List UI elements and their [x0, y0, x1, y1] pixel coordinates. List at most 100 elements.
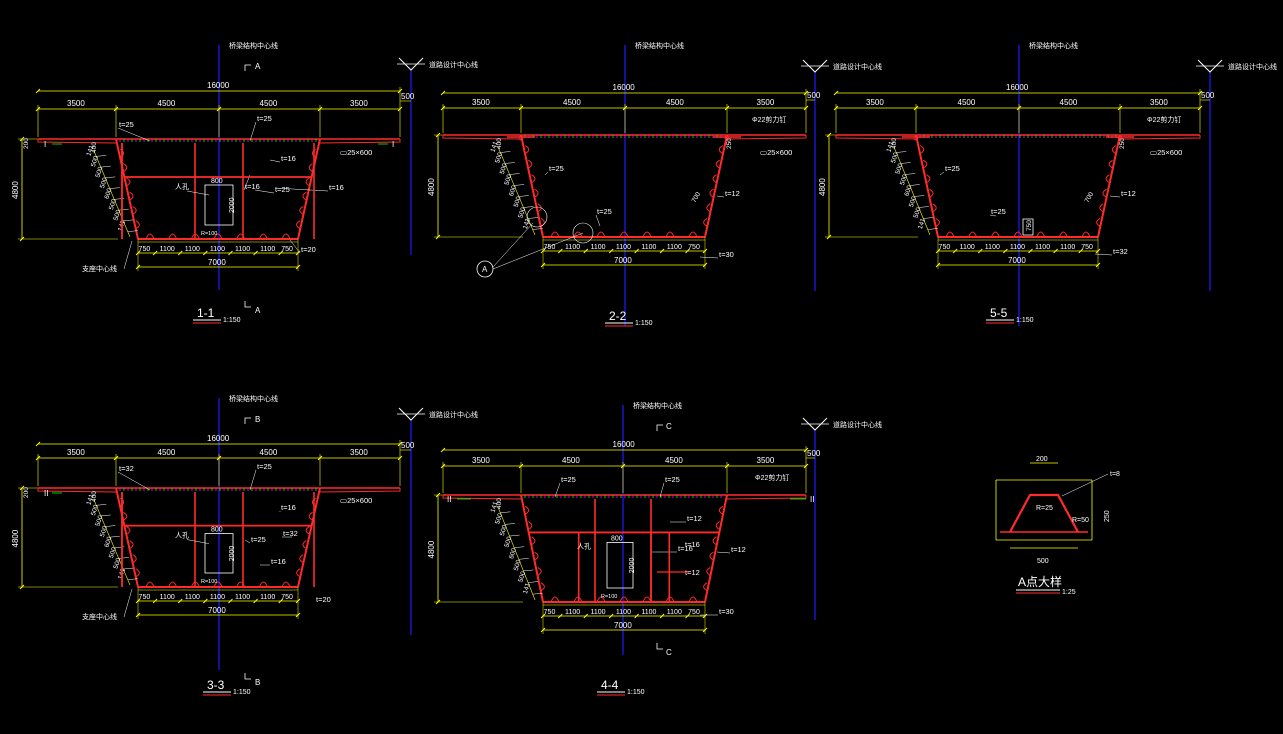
label: 16000	[207, 434, 230, 443]
label: 16000	[613, 83, 636, 92]
label: 750	[1081, 244, 1093, 251]
label: 1:150	[627, 689, 645, 696]
leader	[554, 482, 561, 498]
leader	[500, 151, 511, 153]
web-stiffener	[715, 159, 720, 169]
flange-stud	[724, 135, 730, 141]
leader	[518, 558, 529, 560]
label: 750	[688, 609, 700, 616]
leader	[105, 525, 116, 527]
web-stiffener	[919, 145, 925, 155]
label: 4500	[158, 448, 176, 457]
label: 200	[23, 487, 30, 498]
label: 600	[103, 187, 113, 200]
web-stiffener	[703, 217, 708, 227]
label: 1100	[210, 594, 225, 601]
label: 4500	[958, 98, 976, 107]
mid-stiffener-detail	[1022, 218, 1034, 236]
label: A	[255, 306, 261, 315]
label: 16000	[1006, 83, 1029, 92]
dim-tick	[557, 613, 563, 619]
dim-tick	[977, 248, 983, 254]
label: 4500	[666, 98, 684, 107]
road-marker	[1197, 59, 1223, 73]
web-stiffener	[119, 148, 125, 158]
label: 141	[917, 217, 927, 230]
leader	[514, 546, 525, 548]
web-stiffener	[531, 536, 536, 546]
dim-tick	[440, 447, 446, 453]
label: 250	[1119, 138, 1126, 149]
label: 400	[891, 138, 898, 149]
label: t=12	[731, 545, 746, 554]
label: R=100	[601, 594, 617, 600]
flange-stud	[1117, 135, 1123, 141]
u-rib	[619, 231, 629, 238]
web-stiffener	[1108, 159, 1113, 169]
u-rib	[236, 233, 246, 240]
label: 1100	[185, 246, 200, 253]
label: 600	[508, 547, 518, 560]
label: 1100	[235, 246, 250, 253]
leader	[249, 469, 257, 491]
web-stiffener	[537, 566, 542, 576]
label: t=16	[678, 544, 693, 553]
label: 141	[522, 582, 532, 595]
label: t=8	[1110, 471, 1120, 478]
deck-cantilever-left	[442, 135, 522, 140]
web-stiffener	[706, 566, 711, 576]
label: 200	[23, 138, 30, 149]
web-stiffener	[1099, 203, 1104, 213]
web-stiffener	[528, 159, 533, 169]
label: II	[447, 495, 451, 504]
label: 500	[90, 155, 100, 168]
label: 7000	[208, 258, 226, 267]
label: Φ22剪力钉	[755, 473, 789, 482]
dim-tick	[634, 248, 639, 254]
label: 750	[1026, 220, 1033, 231]
web-stiffener	[531, 174, 536, 184]
label: t=25	[119, 120, 134, 129]
leader	[118, 557, 129, 559]
leader	[492, 232, 584, 270]
label: 1100	[616, 609, 631, 616]
web-stiffener	[718, 145, 724, 155]
leader	[117, 471, 151, 491]
deck-cantilever-left	[37, 139, 117, 144]
label: 1100	[235, 594, 250, 601]
label: 500	[908, 195, 918, 208]
label: 4500	[158, 99, 176, 108]
u-rib	[1081, 231, 1091, 238]
label: 750	[688, 244, 700, 251]
label: 4800	[11, 181, 20, 199]
label: R=25	[1036, 505, 1053, 512]
label: t=16	[271, 557, 286, 566]
web-stiffener	[129, 540, 134, 550]
label: 400	[496, 498, 503, 509]
label: 500	[108, 546, 118, 559]
label: 7000	[208, 606, 226, 615]
dim-tick	[583, 248, 589, 254]
u-rib	[573, 231, 583, 238]
leader	[118, 208, 129, 211]
label: 1100	[667, 244, 682, 251]
label: ▭25×600	[760, 148, 792, 157]
leader	[896, 151, 907, 153]
label: 4800	[818, 178, 827, 196]
label: 1100	[590, 609, 605, 616]
label: 1100	[210, 246, 225, 253]
web-stiffener	[923, 159, 928, 169]
label: t=25	[251, 535, 266, 544]
leader	[123, 588, 133, 618]
flange-stud	[518, 135, 524, 141]
leader	[254, 189, 275, 194]
web-stiffener	[135, 220, 140, 230]
label: Φ22剪力钉	[752, 115, 786, 124]
dim-tick	[152, 598, 158, 604]
leader	[96, 155, 107, 157]
label: R=100	[201, 231, 217, 237]
label: t=16	[685, 540, 700, 549]
web-stiffener	[540, 582, 545, 592]
